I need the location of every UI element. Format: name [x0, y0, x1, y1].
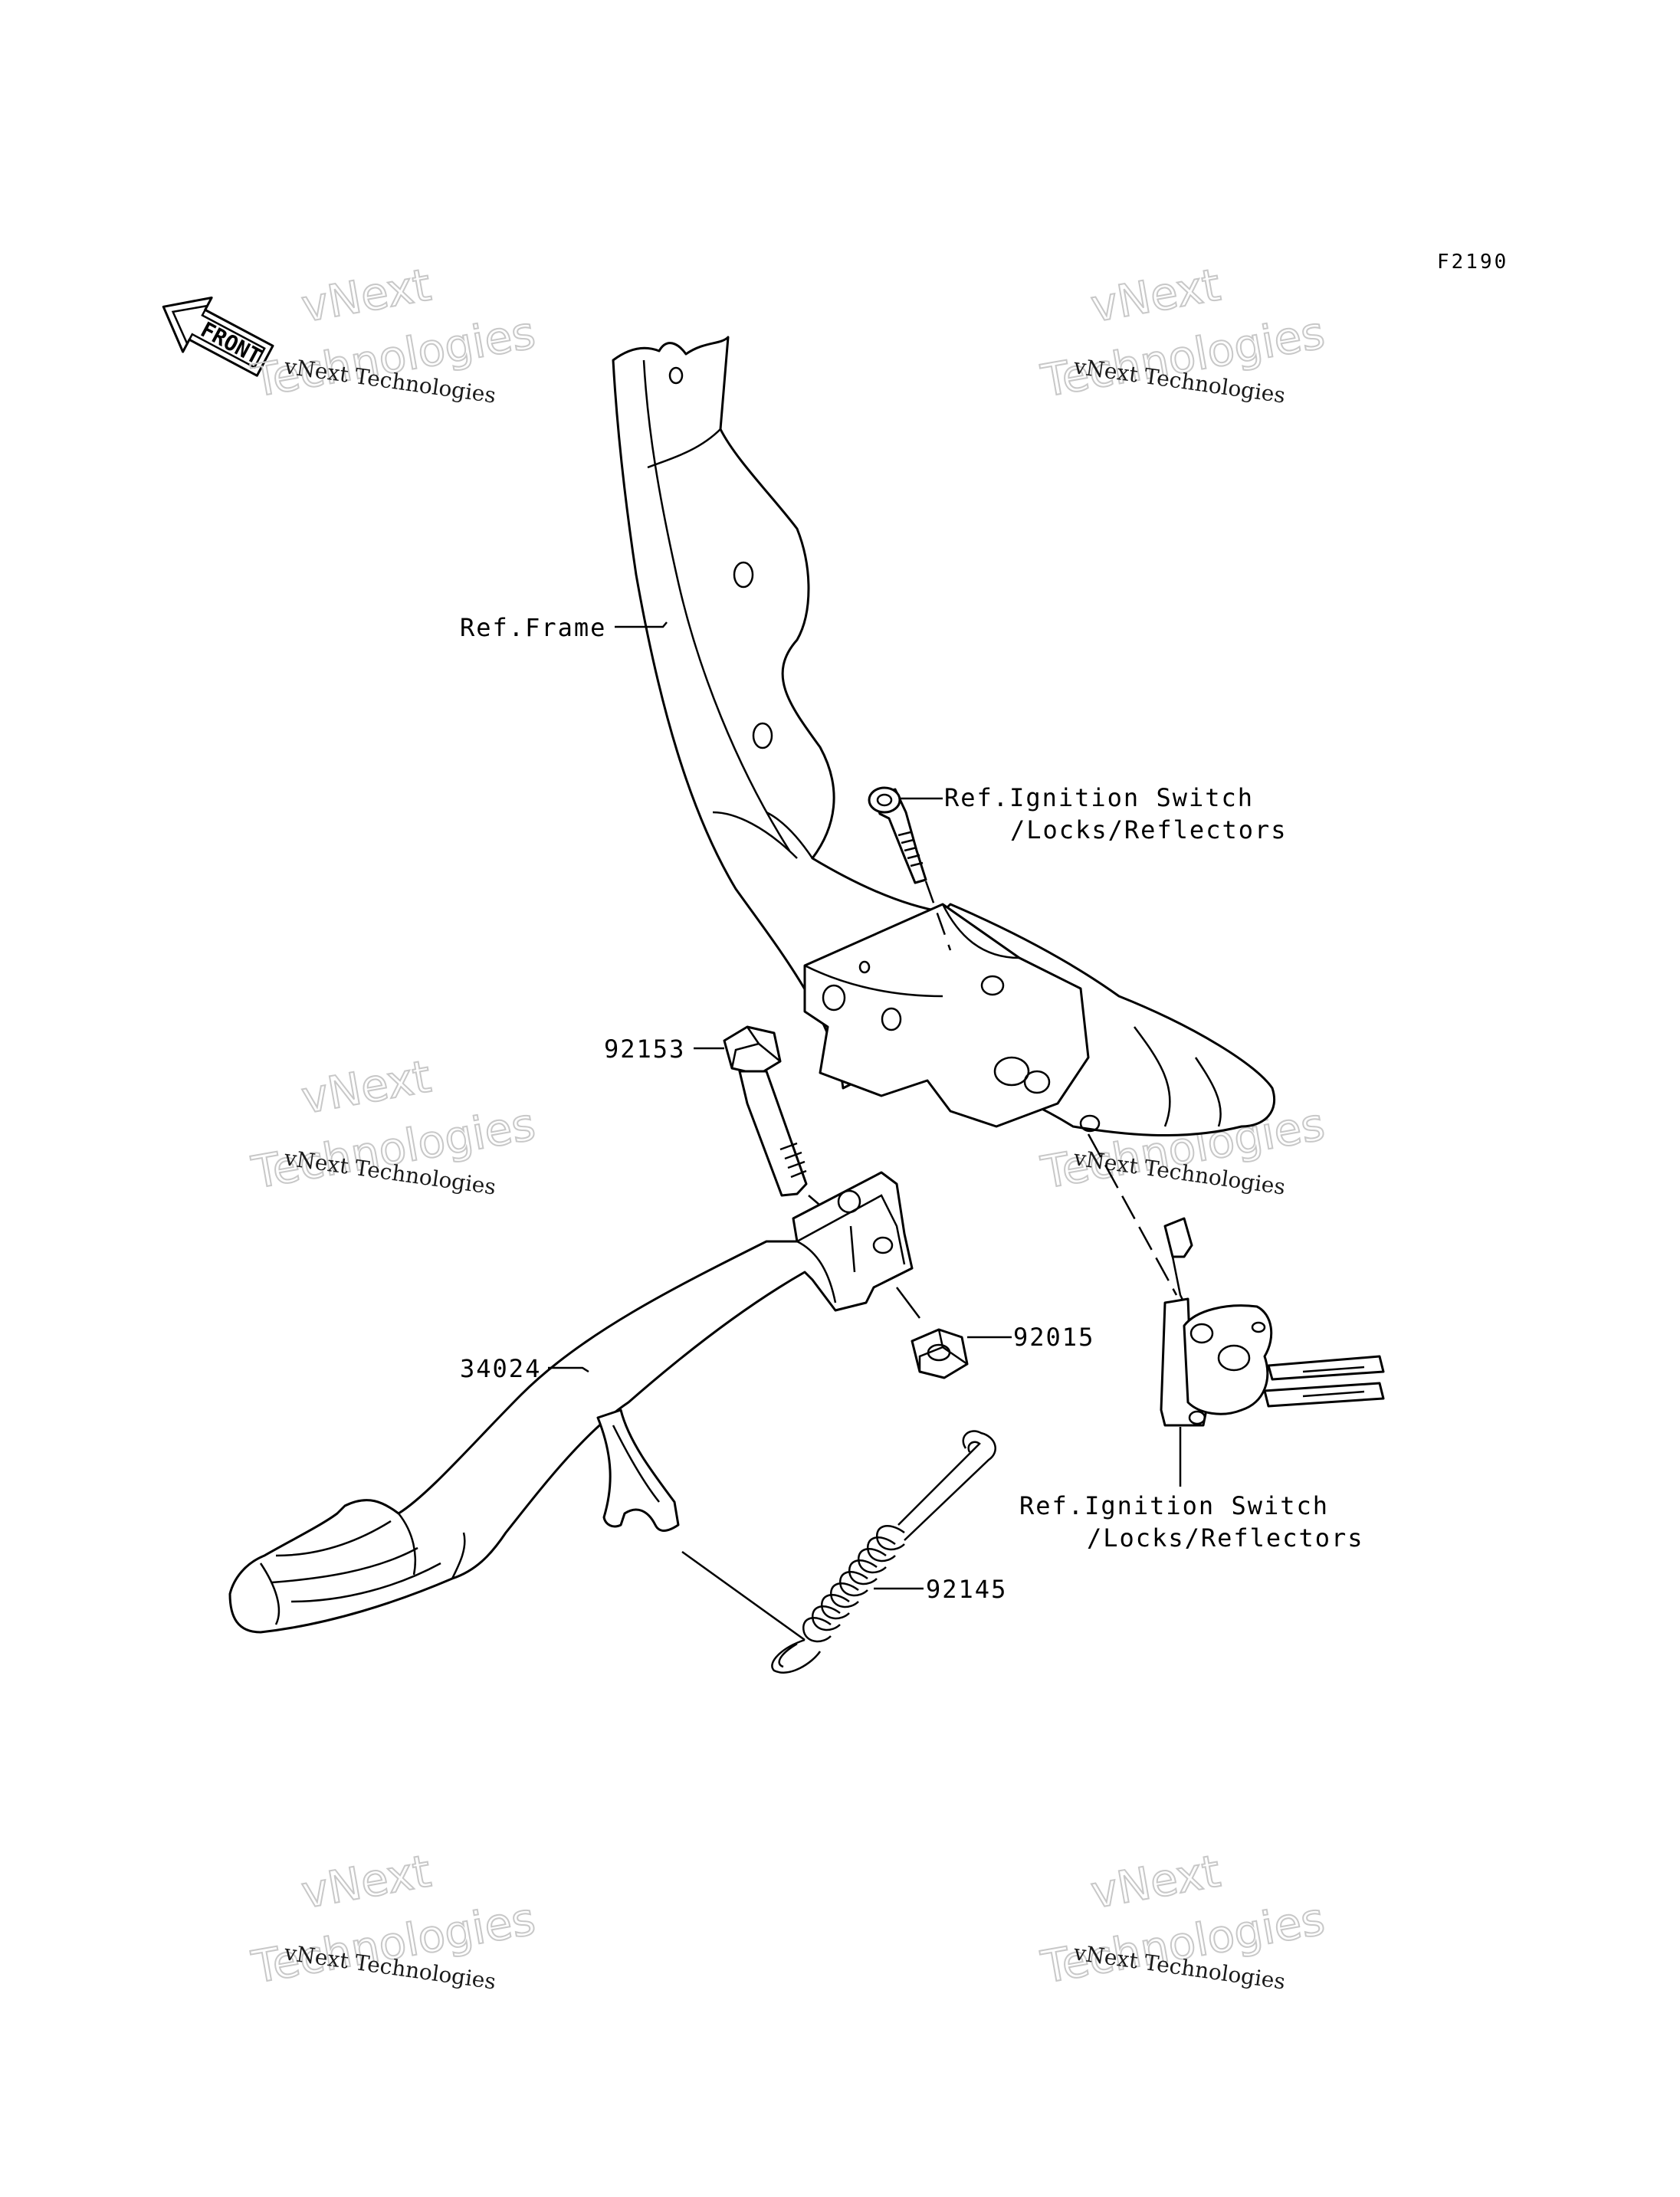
side-stand-34024-drawing — [228, 1171, 914, 1641]
watermark-big-1: vNext — [297, 258, 435, 332]
ignition-switch-drawing — [1087, 1133, 1385, 1427]
leader-ref-frame — [615, 621, 668, 628]
label-ref-frame: Ref.Frame — [460, 613, 606, 642]
label-ref-ignition-top-2: /Locks/Reflectors — [1010, 815, 1288, 844]
label-part-92015: 92015 — [1013, 1323, 1094, 1352]
watermark-big-1: vNext — [1087, 258, 1224, 332]
label-ref-ignition-top-1: Ref.Ignition Switch — [944, 783, 1254, 812]
watermark-big-1: vNext — [297, 1050, 435, 1123]
label-ref-ignition-bottom-1: Ref.Ignition Switch — [1019, 1491, 1329, 1520]
label-ref-ignition-bottom-2: /Locks/Reflectors — [1087, 1523, 1364, 1553]
frame-drawing — [612, 336, 1276, 1137]
leader-34024 — [548, 1366, 589, 1373]
nut-92015-drawing — [896, 1287, 969, 1379]
watermark-big-1: vNext — [297, 1844, 435, 1918]
label-part-34024: 34024 — [460, 1354, 541, 1383]
label-part-92153: 92153 — [604, 1035, 685, 1064]
bolt-92153-drawing — [723, 1025, 836, 1219]
spring-92145-drawing — [771, 1430, 996, 1674]
bolt-top-drawing — [868, 786, 952, 951]
diagram-code: F2190 — [1437, 251, 1508, 274]
spring-coil — [802, 1525, 905, 1643]
label-part-92145: 92145 — [926, 1575, 1007, 1604]
watermark-big-1: vNext — [1087, 1844, 1224, 1918]
